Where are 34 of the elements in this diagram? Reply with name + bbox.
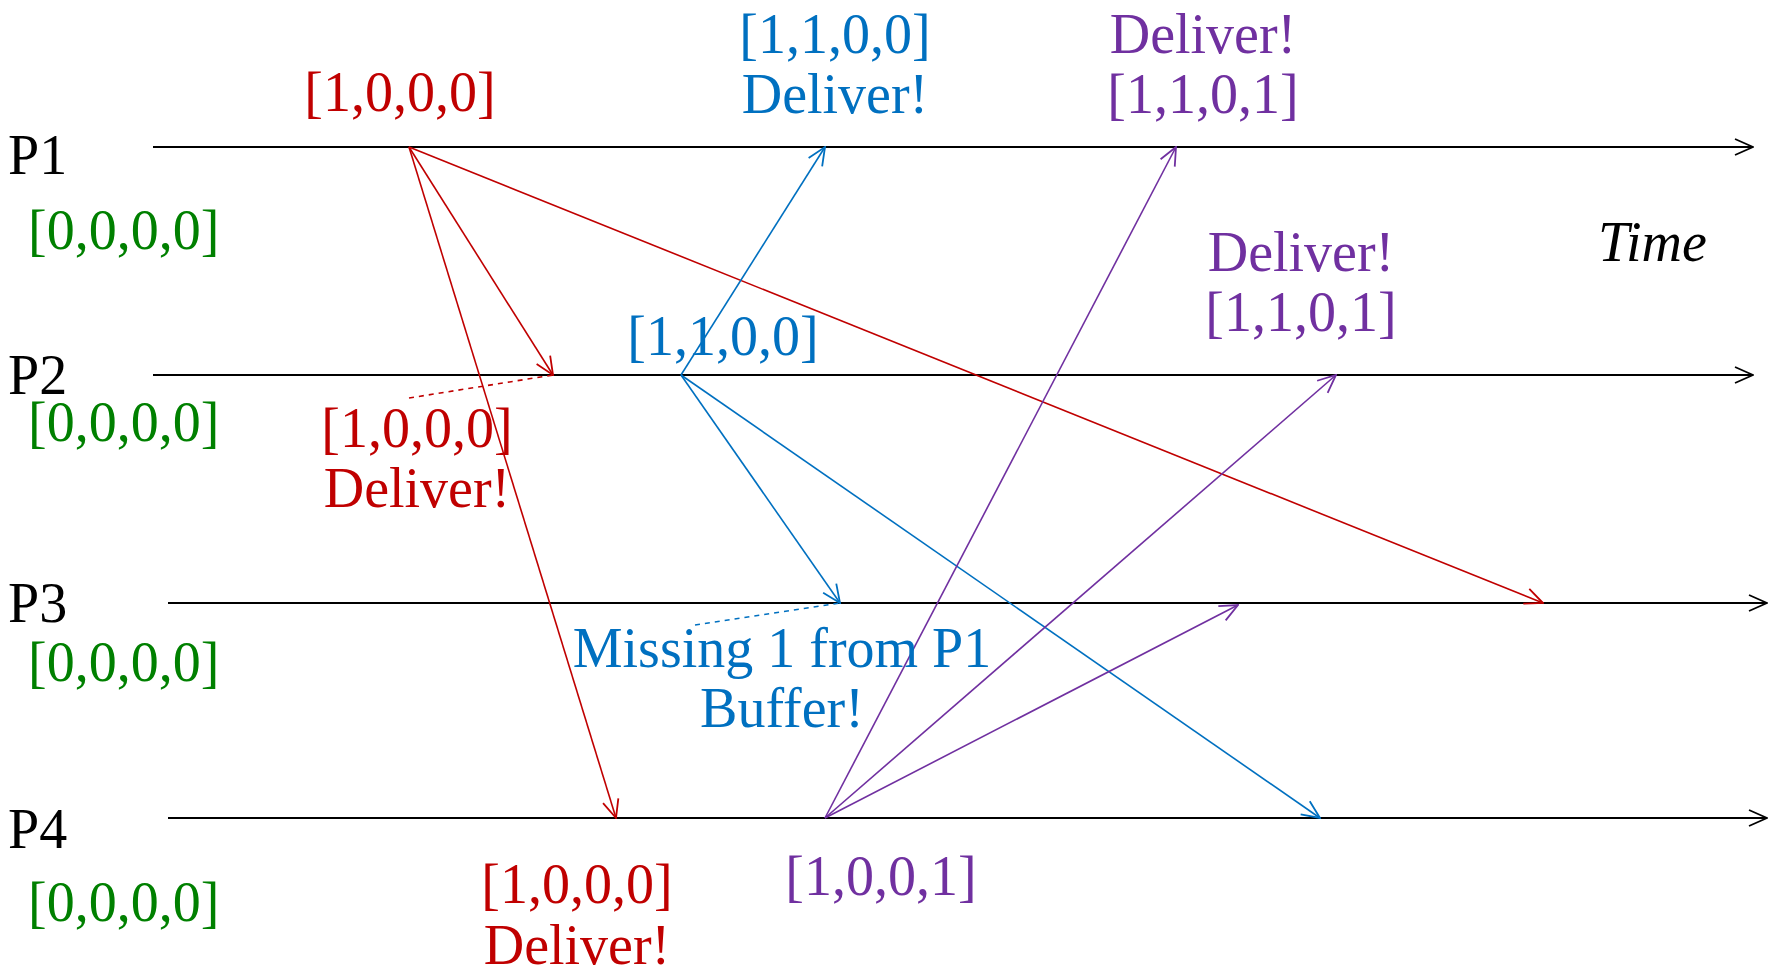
initial-vector-label: [0,0,0,0] <box>28 632 220 693</box>
event-label: [1,1,0,0] <box>739 4 931 65</box>
event-label: [1,1,0,1] <box>1107 64 1299 125</box>
process-label: P1 <box>8 124 68 186</box>
message-arrow <box>408 146 554 376</box>
event-label: [1,1,0,1] <box>1205 282 1397 343</box>
axis-label: Time <box>1598 212 1707 273</box>
event-label: [1,0,0,0] <box>481 854 673 915</box>
initial-vector-label: [0,0,0,0] <box>28 872 220 933</box>
leader-line <box>408 374 554 399</box>
process-label: P3 <box>8 572 68 634</box>
event-label: Deliver! <box>483 914 671 975</box>
event-label: [1,0,0,1] <box>785 845 977 906</box>
event-label: Deliver! <box>741 64 929 125</box>
initial-vector-label: [0,0,0,0] <box>28 200 220 261</box>
message-arrow <box>408 146 1544 605</box>
event-label: Deliver! <box>323 458 511 519</box>
message-arrow <box>680 374 1321 819</box>
message-arrow <box>680 374 841 604</box>
message-arrow <box>824 604 1239 819</box>
leader-line <box>694 602 841 626</box>
timeline-arrow <box>153 366 1754 384</box>
timeline-arrow <box>168 809 1768 827</box>
message-arrow <box>824 146 1177 819</box>
timeline-arrow <box>168 594 1768 612</box>
process-label: P4 <box>8 798 68 860</box>
event-label: Buffer! <box>700 678 864 739</box>
message-arrow <box>408 146 620 819</box>
timeline-arrow <box>153 138 1754 156</box>
event-label: Missing 1 from P1 <box>572 618 992 679</box>
message-arrow <box>824 374 1337 819</box>
event-label: Deliver! <box>1109 4 1297 65</box>
event-label: Deliver! <box>1207 222 1395 283</box>
event-label: [1,0,0,0] <box>304 62 496 123</box>
